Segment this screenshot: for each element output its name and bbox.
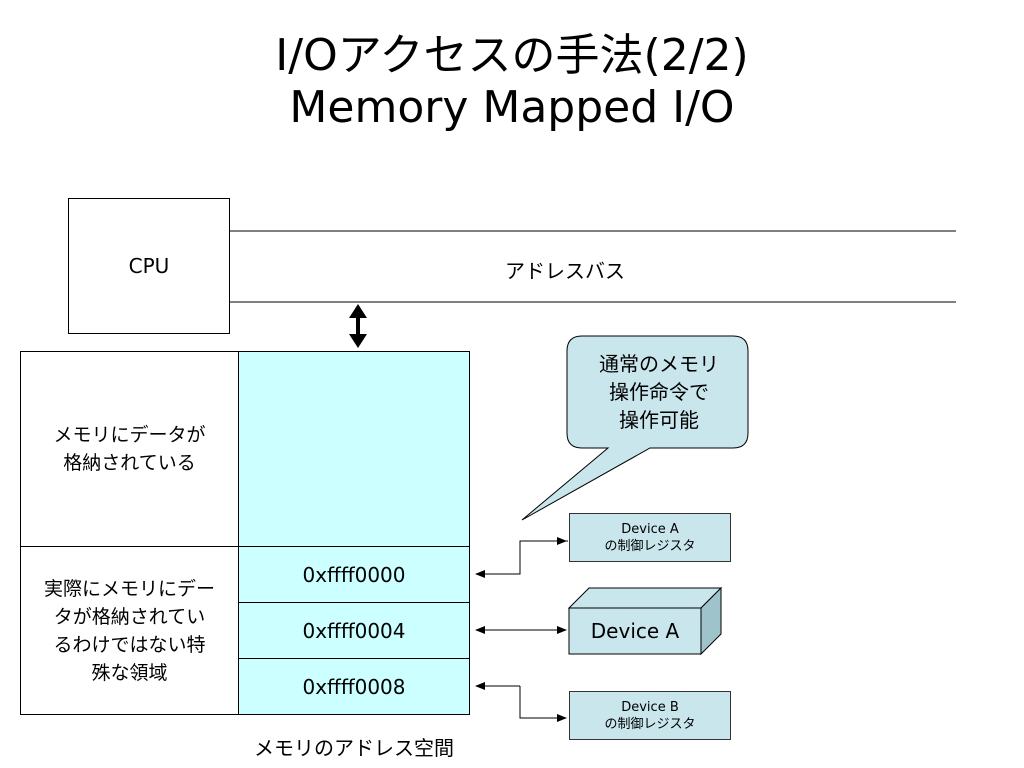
memory-address-cell: 0xffff0008	[238, 658, 470, 715]
slide-title: I/Oアクセスの手法(2/2) Memory Mapped I/O	[0, 30, 1024, 134]
callout-bubble	[521, 335, 749, 521]
device-a-register-box: Device A の制御レジスタ	[569, 513, 731, 562]
device-b-register-box: Device B の制御レジスタ	[569, 691, 731, 740]
connector-register-a	[475, 537, 568, 578]
register-a-line-1: Device A	[621, 521, 679, 537]
cpu-label: CPU	[128, 254, 170, 278]
cpu-box: CPU	[68, 198, 230, 334]
address-bus-label: アドレスバス	[505, 259, 625, 283]
memory-address-space-caption: メモリのアドレス空間	[254, 736, 454, 760]
register-b-line-1: Device B	[621, 699, 679, 715]
device-a-box	[567, 586, 723, 656]
memory-address: 0xffff0008	[302, 674, 406, 699]
register-b-line-2: の制御レジスタ	[604, 716, 696, 732]
memory-address-cell: 0xffff0000	[238, 546, 470, 603]
memory-special-region-description: 実際にメモリにデー タが格納されてい るわけではない特 殊な領域	[20, 546, 239, 715]
device-a-label: Device A	[590, 619, 680, 643]
connector-register-b	[475, 682, 567, 722]
register-a-line-2: の制御レジスタ	[604, 538, 696, 554]
memory-stored-description: メモリにデータが 格納されている	[20, 351, 239, 547]
bus-memory-double-arrow	[349, 304, 367, 348]
callout-text: 通常のメモリ 操作命令で 操作可能	[599, 352, 719, 432]
title-line-1: I/Oアクセスの手法(2/2)	[275, 30, 749, 81]
memory-address: 0xffff0000	[302, 562, 406, 587]
memory-address: 0xffff0004	[302, 618, 406, 643]
memory-address-cell: 0xffff0004	[238, 602, 470, 659]
memory-region-normal	[238, 351, 470, 547]
title-line-2: Memory Mapped I/O	[289, 82, 735, 133]
